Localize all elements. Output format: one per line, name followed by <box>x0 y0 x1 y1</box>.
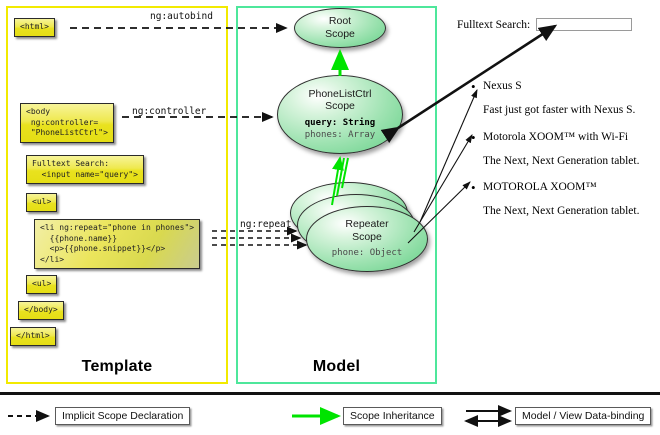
phone-snippet: The Next, Next Generation tablet. <box>483 205 640 218</box>
list-item: MOTOROLA XOOM™ The Next, Next Generation… <box>469 178 649 221</box>
phone-list: Nexus S Fast just got faster with Nexus … <box>469 77 649 230</box>
phone-snippet: Fast just got faster with Nexus S. <box>483 104 636 117</box>
phone-name: MOTOROLA XOOM™ <box>469 178 649 198</box>
legend-item-implicit: Implicit Scope Declaration <box>55 407 191 425</box>
template-box-body-open: <body ng:controller= "PhoneListCtrl"> <box>20 103 114 143</box>
panel-template-label: Template <box>81 358 153 375</box>
legend-item-inheritance: Scope Inheritance <box>343 407 442 425</box>
legend-label-databinding: Model / View Data-binding <box>515 407 652 425</box>
scope-ctrl-title: PhoneListCtrl Scope <box>308 87 372 113</box>
fulltext-search-input[interactable] <box>536 18 633 31</box>
view-search-label: Fulltext Search: <box>457 18 531 31</box>
scope-ctrl-prop-query: query: String <box>304 118 376 129</box>
list-item: Nexus S Fast just got faster with Nexus … <box>469 77 649 120</box>
scope-root-title: Root Scope <box>325 15 355 40</box>
legend-divider <box>0 392 660 395</box>
template-box-li-repeat: <li ng:repeat="phone in phones"> {{phone… <box>34 219 201 270</box>
legend: Implicit Scope Declaration Scope Inherit… <box>0 398 660 435</box>
view-content: Fulltext Search: Nexus S Fast just got f… <box>443 6 654 384</box>
scope-repeater-properties: phone: Object <box>332 248 402 260</box>
scope-repeater-title: Repeater Scope <box>345 217 389 243</box>
template-box-body-close: </body> <box>18 301 64 320</box>
template-box-html-close: </html> <box>10 327 56 346</box>
label-ng-controller: ng:controller <box>132 106 207 117</box>
legend-item-databinding: Model / View Data-binding <box>515 407 652 425</box>
template-box-ul-open: <ul> <box>26 193 58 212</box>
scope-repeater-front: Repeater Scope phone: Object <box>306 206 428 272</box>
scope-root: Root Scope <box>294 8 386 48</box>
label-ng-autobind: ng:autobind <box>150 11 213 22</box>
panel-model-label: Model <box>312 358 361 375</box>
template-box-ul-close: <ul> <box>26 275 58 294</box>
phone-name: Motorola XOOM™ with Wi-Fi <box>469 127 649 147</box>
scope-ctrl-properties: query: String phones: Array <box>305 118 375 141</box>
phone-name: Nexus S <box>469 77 649 97</box>
view-search-row: Fulltext Search: <box>457 18 633 31</box>
phone-snippet: The Next, Next Generation tablet. <box>483 154 640 167</box>
scope-phonelistctrl: PhoneListCtrl Scope query: String phones… <box>277 75 403 154</box>
scope-ctrl-prop-phones: phones: Array <box>304 129 376 140</box>
legend-label-implicit: Implicit Scope Declaration <box>55 407 191 425</box>
legend-label-inheritance: Scope Inheritance <box>343 407 442 425</box>
scope-repeater-prop-phone: phone: Object <box>331 248 403 259</box>
template-box-html-open: <html> <box>14 18 55 37</box>
list-item: Motorola XOOM™ with Wi-Fi The Next, Next… <box>469 127 649 171</box>
label-ng-repeat: ng:repeat <box>240 219 292 230</box>
template-box-search: Fulltext Search: <input name="query"> <box>26 155 144 185</box>
